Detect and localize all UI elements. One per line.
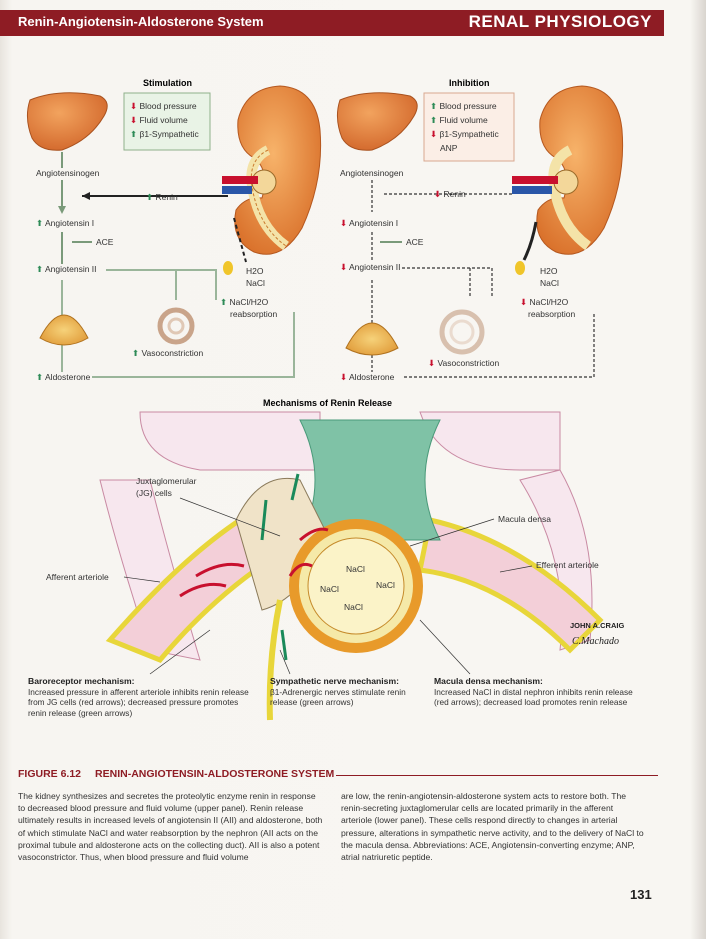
jg-label-1: Juxtaglomerular xyxy=(136,476,197,486)
tissue-left-top xyxy=(139,411,321,471)
stim-vasoconstriction: ⬆ Vasoconstriction xyxy=(132,348,203,358)
red-arrow-icon xyxy=(195,562,245,578)
stim-box-item-1: ⬇ Blood pressure xyxy=(130,101,197,111)
stim-aldosterone: ⬆ Aldosterone xyxy=(36,372,91,382)
header-section-title: Renin-Angiotensin-Aldosterone System xyxy=(18,14,264,29)
adrenal-gland-icon xyxy=(345,322,399,356)
nacl-label-2: NaCl xyxy=(376,580,395,590)
signature-machado: C.Machado xyxy=(572,636,619,647)
macula-note-text: Increased NaCl in distal nephron inhibit… xyxy=(434,686,633,708)
vein-icon xyxy=(222,186,252,194)
liver-icon xyxy=(336,92,418,151)
red-arrow-icon xyxy=(288,562,313,577)
stimulation-panel: Stimulation ⬇ Blood pressure ⬇ Fluid vol… xyxy=(26,78,322,382)
red-arrow-icon xyxy=(299,527,329,542)
nacl-label-1: NaCl xyxy=(346,564,365,574)
sympathetic-text: β1-Adrenergic nerves stimulate renin rel… xyxy=(270,686,406,708)
droplet-icon xyxy=(223,261,233,275)
inh-ace: ACE xyxy=(406,237,424,247)
stim-reabsorption-1: ⬆ NaCl/H2O xyxy=(220,297,269,307)
stim-h2o: H2O xyxy=(246,266,264,276)
tissue-right-top xyxy=(419,411,561,471)
stim-ace: ACE xyxy=(96,237,114,247)
red-arrow-icon xyxy=(179,582,227,598)
inhibition-panel: Inhibition ⬆ Blood pressure ⬆ Fluid volu… xyxy=(336,78,624,382)
sympathetic-title: Sympathetic nerve mechanism: xyxy=(270,676,399,686)
stim-box-item-3: ⬆ β1-Sympathetic xyxy=(130,129,199,139)
sympathetic-note: Sympathetic nerve mechanism: β1-Adrenerg… xyxy=(270,676,420,708)
nacl-label-3: NaCl xyxy=(320,584,339,594)
baroreceptor-note: Baroreceptor mechanism: Increased pressu… xyxy=(28,676,258,718)
stimulation-title: Stimulation xyxy=(143,78,192,88)
nacl-label-4: NaCl xyxy=(344,602,363,612)
inh-aldosterone: ⬇ Aldosterone xyxy=(340,372,395,382)
inh-box-item-2: ⬆ Fluid volume xyxy=(430,115,488,125)
stim-angiotensin2: ⬆ Angiotensin II xyxy=(36,264,97,274)
mechanisms-title: Mechanisms of Renin Release xyxy=(263,398,392,408)
afferent-label: Afferent arteriole xyxy=(46,572,109,582)
artery-icon xyxy=(512,176,558,184)
inh-reabsorption-1: ⬇ NaCl/H2O xyxy=(520,297,569,307)
caption-title: FIGURE 6.12 RENIN-ANGIOTENSIN-ALDOSTERONE… xyxy=(18,768,658,780)
signature-craig: JOHN A.CRAIG xyxy=(570,621,624,630)
page-number: 131 xyxy=(630,887,652,902)
header-chapter-title: RENAL PHYSIOLOGY xyxy=(468,12,652,31)
inh-box-item-3: ⬇ β1-Sympathetic xyxy=(430,129,499,139)
adrenal-gland-icon xyxy=(39,314,89,346)
stim-renin: ⬆ Renin xyxy=(146,192,178,202)
page-header: Renin-Angiotensin-Aldosterone System REN… xyxy=(0,10,664,36)
figure-number: FIGURE 6.12 xyxy=(18,768,82,780)
macula-note-title: Macula densa mechanism: xyxy=(434,676,543,686)
inh-vasoconstriction: ⬇ Vasoconstriction xyxy=(428,358,499,368)
blood-vessel-icon xyxy=(157,307,195,345)
caption-rule xyxy=(336,775,658,776)
stim-reabsorption-2: reabsorption xyxy=(230,309,278,319)
stim-nacl: NaCl xyxy=(246,278,265,288)
blood-vessel-icon xyxy=(439,309,485,355)
inhibition-title: Inhibition xyxy=(449,78,490,88)
vein-icon xyxy=(512,186,552,194)
inh-renin: ⬇ Renin xyxy=(434,189,466,199)
green-arrow-icon xyxy=(260,499,268,541)
baroreceptor-title: Baroreceptor mechanism: xyxy=(28,676,135,686)
stimulation-box xyxy=(123,92,211,151)
artery-icon xyxy=(222,176,258,184)
stim-angiotensinogen: Angiotensinogen xyxy=(36,168,100,178)
macula-note: Macula densa mechanism: Increased NaCl i… xyxy=(434,676,649,708)
inh-box-item-4: ANP xyxy=(440,143,458,153)
caption-column-2: are low, the renin-angiotensin-aldostero… xyxy=(341,791,644,863)
baroreceptor-text: Increased pressure in afferent arteriole… xyxy=(28,686,249,718)
jg-label-2: (JG) cells xyxy=(136,488,172,498)
figure-caption: FIGURE 6.12 RENIN-ANGIOTENSIN-ALDOSTERONE… xyxy=(18,768,658,862)
mechanisms-panel: Mechanisms of Renin Release NaCl NaCl Na… xyxy=(46,398,624,721)
stim-angiotensin1: ⬆ Angiotensin I xyxy=(36,218,94,228)
efferent-label: Efferent arteriole xyxy=(536,560,599,570)
inh-reabsorption-2: reabsorption xyxy=(528,309,576,319)
inhibition-box xyxy=(423,92,515,162)
inh-h2o: H2O xyxy=(540,266,558,276)
liver-icon xyxy=(26,92,108,151)
green-arrow-icon xyxy=(290,473,300,501)
green-arrow-icon xyxy=(280,629,288,661)
inh-angiotensin2: ⬇ Angiotensin II xyxy=(340,262,401,272)
inh-angiotensin1: ⬇ Angiotensin I xyxy=(340,218,398,228)
efferent-arteriole xyxy=(417,517,604,654)
droplet-icon xyxy=(515,261,525,275)
caption-column-1: The kidney synthesizes and secretes the … xyxy=(18,791,323,863)
figure-title: RENIN-ANGIOTENSIN-ALDOSTERONE SYSTEM xyxy=(95,768,335,780)
inh-box-item-1: ⬆ Blood pressure xyxy=(430,101,497,111)
inh-angiotensinogen: Angiotensinogen xyxy=(340,168,404,178)
stim-box-item-2: ⬇ Fluid volume xyxy=(130,115,188,125)
sympathetic-nerve xyxy=(266,599,283,721)
mesangial-region xyxy=(299,419,441,541)
macula-label: Macula densa xyxy=(498,514,551,524)
inh-nacl: NaCl xyxy=(540,278,559,288)
